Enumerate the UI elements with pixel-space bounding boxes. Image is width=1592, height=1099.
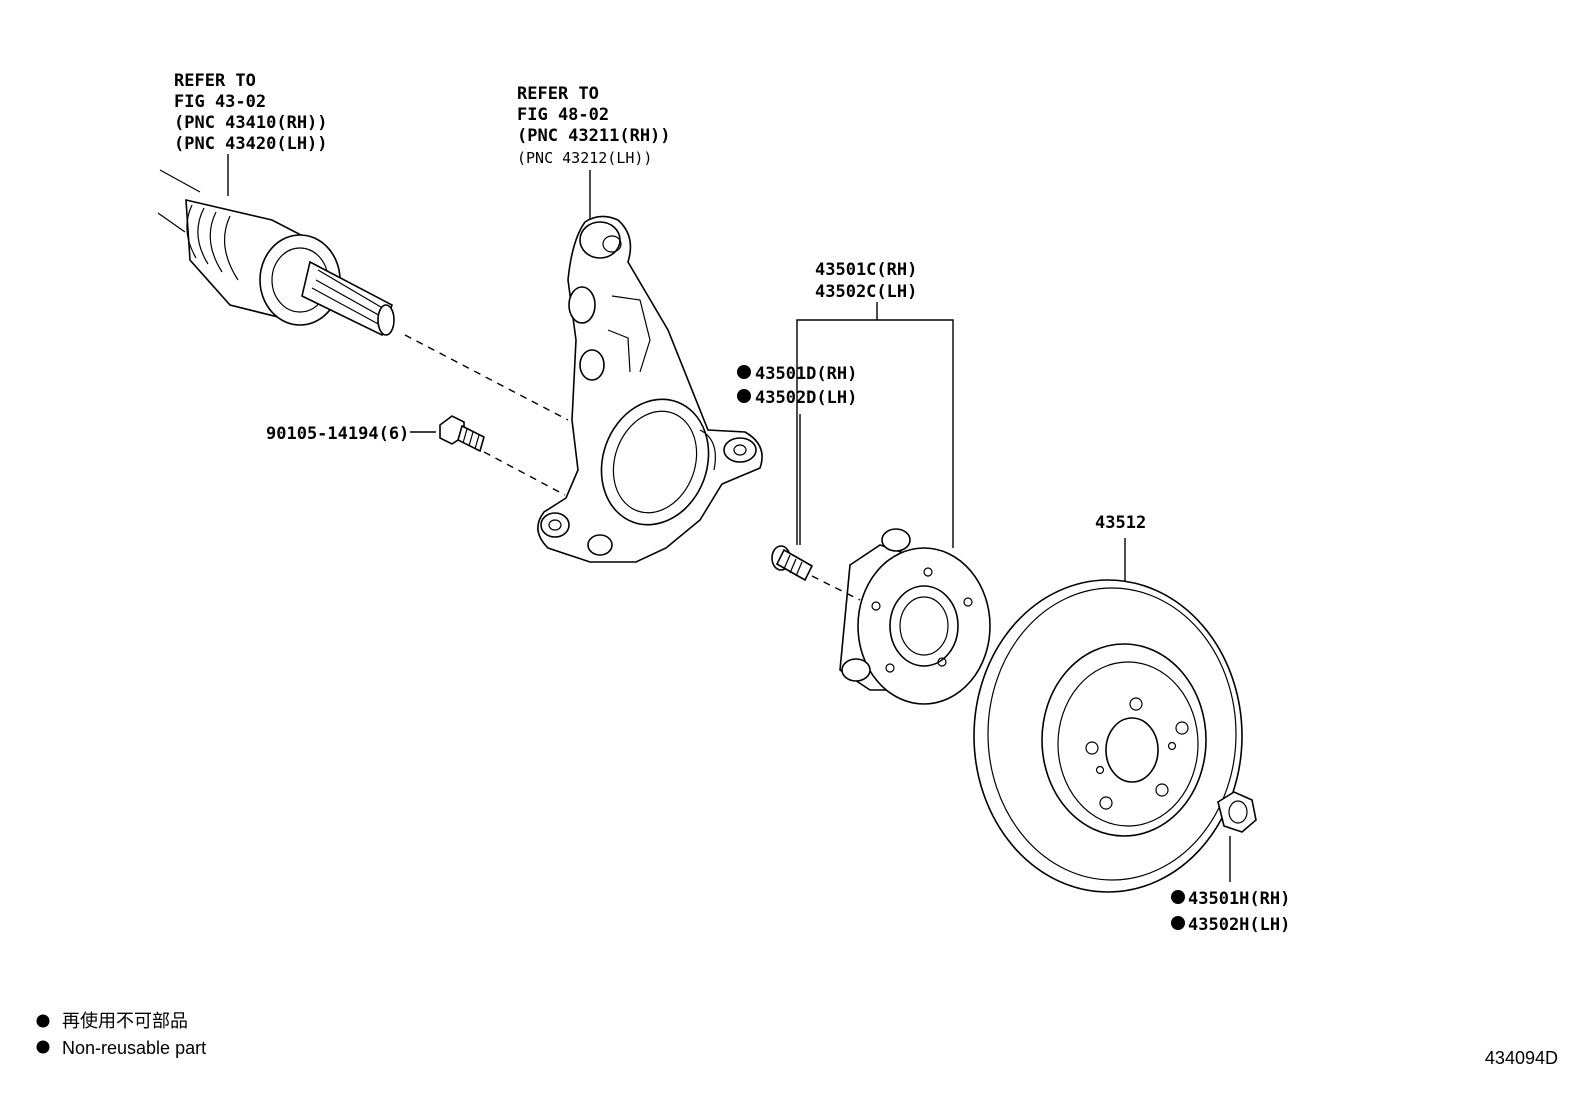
nut-part-number-rh: 43501H(RH): [1188, 889, 1290, 909]
nut-part-number-lh: 43502H(LH): [1188, 915, 1290, 935]
non-reusable-marker: [1171, 890, 1185, 904]
driveshaft-ref-line2: FIG 43-02: [174, 92, 266, 112]
hub-bolt-part-number-lh: 43502D(LH): [755, 388, 857, 408]
driveshaft-ref-line4: (PNC 43420(LH)): [174, 134, 328, 154]
hub-part-number-lh: 43502C(LH): [815, 282, 917, 302]
non-reusable-marker: [1171, 916, 1185, 930]
hub-part-number-rh: 43501C(RH): [815, 260, 917, 280]
knuckle-ref-line2: FIG 48-02: [517, 105, 609, 125]
non-reusable-marker: [737, 365, 751, 379]
steering-knuckle-illustration: [537, 215, 763, 563]
drive-shaft-illustration: [157, 169, 395, 337]
hub-bolt-illustration: [771, 545, 814, 582]
figure-id: 434094D: [1485, 1048, 1558, 1068]
driveshaft-ref-line3: (PNC 43410(RH)): [174, 113, 328, 133]
hub-bearing-illustration: [839, 528, 991, 705]
knuckle-ref-line3: (PNC 43211(RH)): [517, 126, 671, 146]
legend-marker: [36, 1040, 50, 1054]
hub-bolt-part-number-rh: 43501D(RH): [755, 364, 857, 384]
driveshaft-ref-line1: REFER TO: [174, 71, 256, 91]
knuckle-bolt-illustration: [439, 415, 485, 453]
knuckle-ref-line1: REFER TO: [517, 84, 599, 104]
rotor-part-number: 43512: [1095, 513, 1146, 533]
legend-marker: [36, 1014, 50, 1028]
bolt-part-number: 90105-14194(6): [266, 424, 409, 444]
legend-english: Non-reusable part: [62, 1038, 206, 1058]
brake-rotor-illustration: [973, 579, 1243, 893]
dashed-assembly-lines: [404, 334, 861, 601]
legend-japanese: 再使用不可部品: [62, 1011, 188, 1031]
non-reusable-marker: [737, 389, 751, 403]
knuckle-ref-line4: (PNC 43212(LH)): [517, 149, 652, 167]
lock-nut-illustration: [1217, 791, 1257, 833]
leader-lines: [227, 154, 1231, 882]
